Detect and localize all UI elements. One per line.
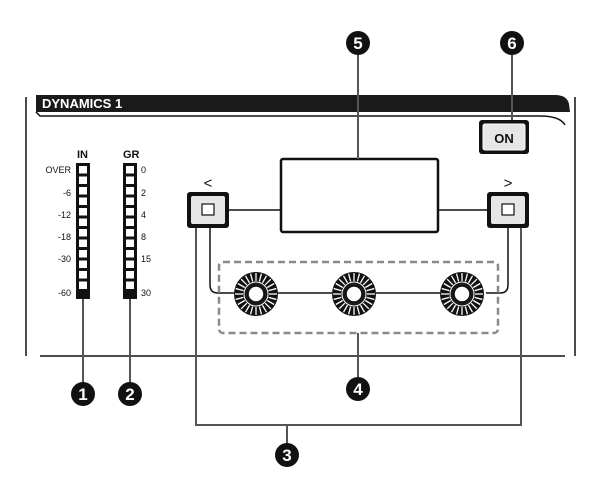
in-meter-segment <box>79 197 87 205</box>
svg-text:6: 6 <box>507 34 516 53</box>
in-meter-segment <box>79 281 87 289</box>
knob-group-outline <box>217 260 500 335</box>
gr-meter-segment <box>126 239 134 247</box>
svg-text:4: 4 <box>353 380 363 399</box>
encoder-knob[interactable] <box>440 272 484 316</box>
svg-text:3: 3 <box>282 446 291 465</box>
gr-scale-label: 30 <box>141 288 151 298</box>
in-scale-label: -60 <box>58 288 71 298</box>
prev-button-symbol: < <box>204 175 213 192</box>
gr-meter-segment <box>126 260 134 268</box>
in-meter-segment <box>79 271 87 279</box>
gr-meter-segment <box>126 250 134 258</box>
gr-scale-label: 2 <box>141 188 146 198</box>
gr-scale-label: 0 <box>141 165 146 175</box>
svg-text:5: 5 <box>353 34 362 53</box>
panel-title: DYNAMICS 1 <box>42 96 122 111</box>
in-scale-label: -18 <box>58 232 71 242</box>
parameter-display <box>279 157 440 234</box>
next-button-symbol: > <box>504 175 513 192</box>
in-meter-segment <box>79 218 87 226</box>
on-button-label: ON <box>494 131 514 146</box>
gr-meter-segment <box>126 197 134 205</box>
on-button[interactable]: ON <box>479 120 529 154</box>
in-meter-segment <box>79 176 87 184</box>
callout-5: 5 <box>346 31 370 55</box>
button-connectors <box>209 209 509 294</box>
callout-leaders <box>82 55 522 445</box>
in-meter: IN OVER -6 -12 -18 -30 -60 <box>45 149 90 299</box>
in-meter-segment <box>79 260 87 268</box>
in-meter-segment <box>79 229 87 237</box>
callout-1: 1 <box>71 382 95 406</box>
gr-meter-segment <box>126 281 134 289</box>
in-meter-segment <box>79 166 87 174</box>
gr-meter-segment <box>126 176 134 184</box>
in-meter-segment <box>79 250 87 258</box>
gr-meter-segment <box>126 271 134 279</box>
encoder-knob[interactable] <box>234 272 278 316</box>
gr-scale-label: 4 <box>141 210 146 220</box>
in-meter-title: IN <box>77 149 88 161</box>
panel-frame: DYNAMICS 1 <box>25 95 576 357</box>
gr-meter-title: GR <box>123 149 140 161</box>
panel-header-bar <box>36 95 570 112</box>
gr-meter-segment <box>126 229 134 237</box>
svg-text:1: 1 <box>78 385 87 404</box>
gr-meter-segment <box>126 187 134 195</box>
gr-scale-label: 8 <box>141 232 146 242</box>
callout-3: 3 <box>275 443 299 467</box>
in-scale-label: OVER <box>45 165 71 175</box>
next-button[interactable] <box>487 192 529 228</box>
gr-meter-segment <box>126 166 134 174</box>
in-scale-label: -12 <box>58 210 71 220</box>
gr-meter-segment <box>126 208 134 216</box>
svg-text:2: 2 <box>125 385 134 404</box>
in-scale-label: -30 <box>58 254 71 264</box>
encoder-knob[interactable] <box>332 272 376 316</box>
in-meter-segment <box>79 208 87 216</box>
callout-6: 6 <box>500 31 524 55</box>
in-meter-segment <box>79 187 87 195</box>
in-scale-label: -6 <box>63 188 71 198</box>
gr-meter: GR 0 2 4 8 15 30 <box>123 149 151 299</box>
prev-button[interactable] <box>187 192 229 228</box>
callout-4: 4 <box>346 377 370 401</box>
in-meter-segment <box>79 239 87 247</box>
gr-scale-label: 15 <box>141 254 151 264</box>
callout-2: 2 <box>118 382 142 406</box>
gr-meter-segment <box>126 218 134 226</box>
